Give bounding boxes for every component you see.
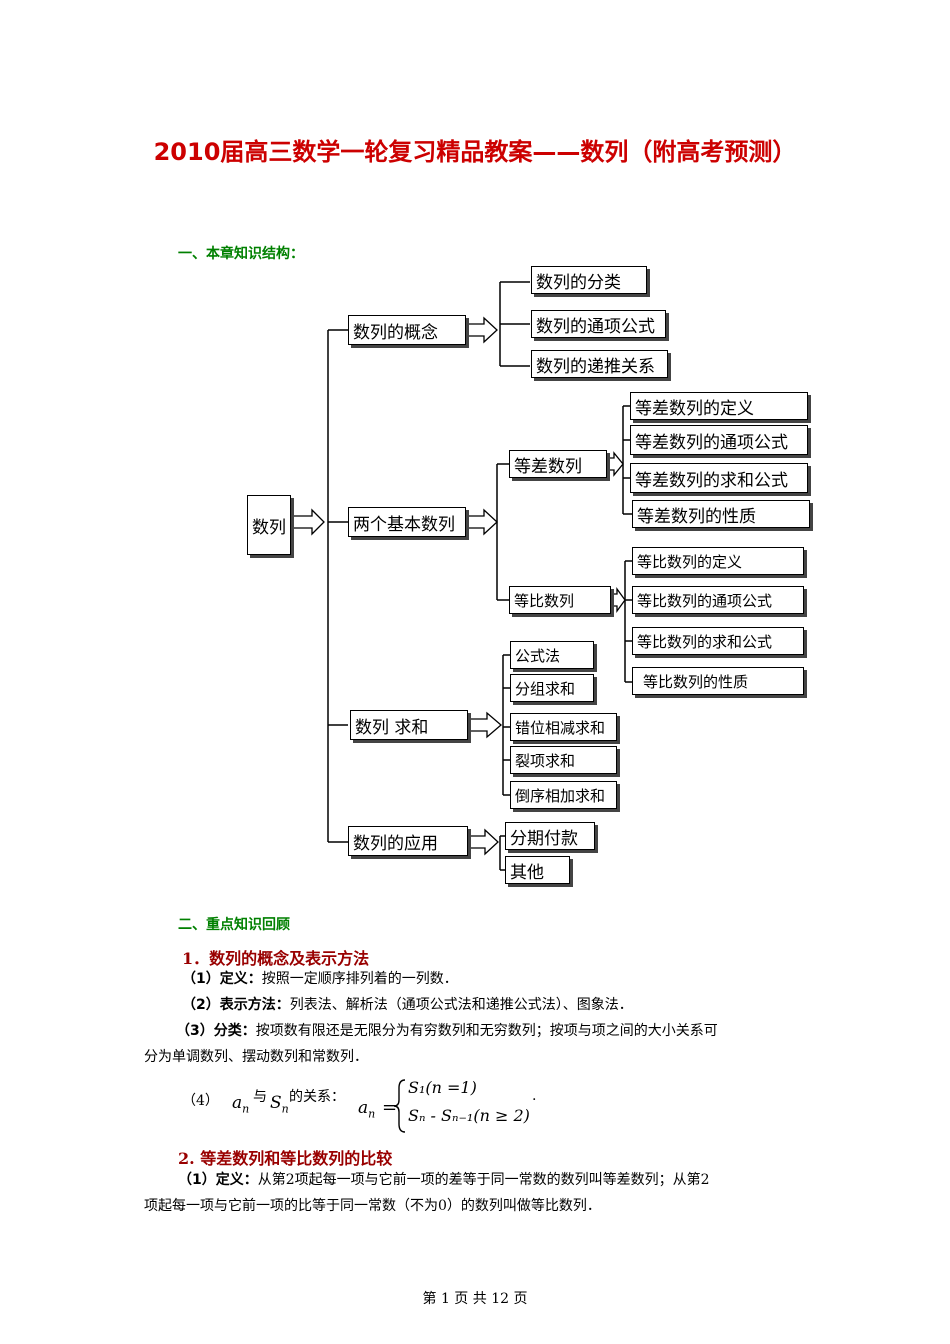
label-comparison-definition: （1）定义： bbox=[178, 1172, 258, 1188]
diagram-node-application: 数列的应用 bbox=[348, 826, 468, 856]
diagram-node-reverse-add: 倒序相加求和 bbox=[510, 781, 617, 809]
label-classification: （3）分类： bbox=[176, 1023, 256, 1039]
diagram-node-arith-general-term: 等差数列的通项公式 bbox=[630, 425, 808, 455]
diagram-root-box: 数列 bbox=[247, 495, 291, 555]
text-classification: 按项数有限还是无限分为有穷数列和无穷数列；按项与项之间的大小关系可 bbox=[255, 1023, 718, 1039]
symbol-a: a bbox=[232, 1093, 243, 1113]
diagram-node-formula-method: 公式法 bbox=[510, 641, 594, 669]
diagram-node-geo-properties: 等比数列的性质 bbox=[632, 667, 804, 695]
diagram-node-installment: 分期付款 bbox=[505, 822, 595, 850]
diagram-node-basic: 两个基本数列 bbox=[348, 507, 466, 537]
diagram-node-sum: 数列 求和 bbox=[350, 710, 468, 740]
paragraph-comparison-definition: （1）定义：从第2项起每一项与它前一项的差等于同一常数的数列叫等差数列；从第2 bbox=[178, 1167, 710, 1193]
formula-period: . bbox=[532, 1088, 537, 1104]
subscript-n-lhs: n bbox=[368, 1107, 376, 1121]
subscript-n-2: n bbox=[281, 1102, 289, 1116]
formula-an: an bbox=[232, 1093, 249, 1115]
diagram-node-arith-sum-formula: 等差数列的求和公式 bbox=[630, 463, 808, 493]
diagram-node-split-terms: 裂项求和 bbox=[510, 746, 617, 774]
paragraph-classification-cont: 分为单调数列、摆动数列和常数列． bbox=[144, 1049, 368, 1065]
diagram-node-geometric: 等比数列 bbox=[509, 586, 611, 614]
page-title: 2010届高三数学一轮复习精品教案——数列（附高考预测） bbox=[153, 138, 797, 166]
equals-sign: = bbox=[382, 1097, 398, 1118]
word-with: 与 bbox=[253, 1089, 267, 1105]
diagram-node-concept: 数列的概念 bbox=[348, 315, 466, 345]
diagram-node-arith-properties: 等差数列的性质 bbox=[632, 500, 810, 528]
diagram-node-arithmetic: 等差数列 bbox=[509, 450, 607, 478]
diagram-node-recurrence: 数列的递推关系 bbox=[531, 350, 668, 378]
symbol-a-lhs: a bbox=[358, 1098, 369, 1118]
diagram-connectors bbox=[291, 281, 632, 871]
formula-lhs: an bbox=[358, 1098, 375, 1120]
formula-case-1: S₁(n =1) bbox=[408, 1078, 477, 1097]
text-representation: 列表法、解析法（通项公式法和递推公式法）、图象法． bbox=[289, 997, 633, 1013]
diagram-node-geo-general-term: 等比数列的通项公式 bbox=[632, 586, 804, 614]
paragraph-comparison-cont: 项起每一项与它前一项的比等于同一常数（不为0）的数列叫做等比数列． bbox=[144, 1198, 601, 1214]
diagram-node-group-sum: 分组求和 bbox=[510, 674, 594, 702]
paragraph-definition: （1）定义：按照一定顺序排列着的一列数． bbox=[182, 966, 458, 992]
diagram-node-other: 其他 bbox=[505, 856, 570, 884]
diagram-node-geo-sum-formula: 等比数列的求和公式 bbox=[632, 627, 804, 655]
symbol-S: S bbox=[270, 1093, 282, 1113]
formula-label: （4） bbox=[182, 1093, 219, 1109]
paragraph-classification: （3）分类：按项数有限还是无限分为有穷数列和无穷数列；按项与项之间的大小关系可 bbox=[176, 1018, 718, 1044]
diagram-node-geo-definition: 等比数列的定义 bbox=[632, 547, 804, 575]
section-heading-review: 二、重点知识回顾 bbox=[178, 917, 290, 933]
paragraph-representation: （2）表示方法：列表法、解析法（通项公式法和递推公式法）、图象法． bbox=[182, 992, 633, 1018]
label-representation: （2）表示方法： bbox=[182, 997, 290, 1013]
subscript-n: n bbox=[242, 1102, 250, 1116]
subheading-concept: 1．数列的概念及表示方法 bbox=[182, 949, 370, 968]
diagram-node-misaligned-subtract: 错位相减求和 bbox=[510, 713, 617, 741]
label-definition: （1）定义： bbox=[182, 971, 262, 987]
formula-case-2: Sₙ - Sₙ₋₁(n ≥ 2) bbox=[408, 1106, 530, 1125]
subheading-comparison: 2. 等差数列和等比数列的比较 bbox=[178, 1149, 393, 1168]
section-heading-structure: 一、本章知识结构： bbox=[178, 246, 304, 262]
diagram-node-general-term: 数列的通项公式 bbox=[531, 310, 666, 338]
brace-icon bbox=[393, 1079, 406, 1133]
diagram-node-arith-definition: 等差数列的定义 bbox=[630, 392, 808, 420]
formula-Sn: Sn bbox=[270, 1093, 289, 1115]
text-comparison-definition: 从第2项起每一项与它前一项的差等于同一常数的数列叫等差数列；从第2 bbox=[257, 1172, 710, 1188]
page-footer: 第 1 页 共 12 页 bbox=[422, 1291, 528, 1307]
word-relation: 的关系： bbox=[289, 1089, 345, 1105]
diagram-node-classification: 数列的分类 bbox=[531, 266, 647, 294]
text-definition: 按照一定顺序排列着的一列数． bbox=[261, 971, 458, 987]
